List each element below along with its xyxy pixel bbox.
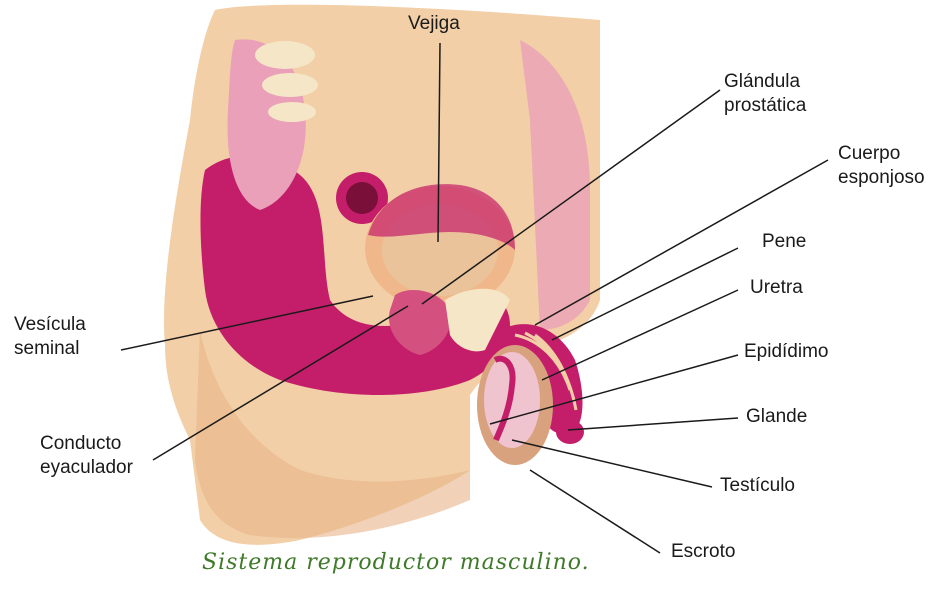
label-glandula-prostatica: Glándula prostática [724,70,806,118]
vertebra-2 [262,73,318,97]
vertebra-1 [255,41,315,69]
line-testiculo [512,440,712,487]
label-testiculo: Testículo [720,474,795,498]
label-vejiga: Vejiga [408,12,460,36]
line-glande [568,418,738,430]
label-pene: Pene [762,230,806,254]
vertebra-3 [268,102,316,122]
glans [556,420,584,444]
label-conducto-eyaculador: Conducto eyaculador [40,432,133,480]
label-escroto: Escroto [671,540,735,564]
label-uretra: Uretra [750,276,803,300]
label-cuerpo-esponjoso: Cuerpo esponjoso [838,142,925,190]
line-escroto [530,470,660,553]
label-epididimo: Epidídimo [744,340,829,364]
rectum-lumen [346,182,378,214]
label-vesicula-seminal: Vesícula seminal [14,313,86,361]
figure-caption: Sistema reproductor masculino. [202,550,590,575]
label-glande: Glande [746,405,807,429]
